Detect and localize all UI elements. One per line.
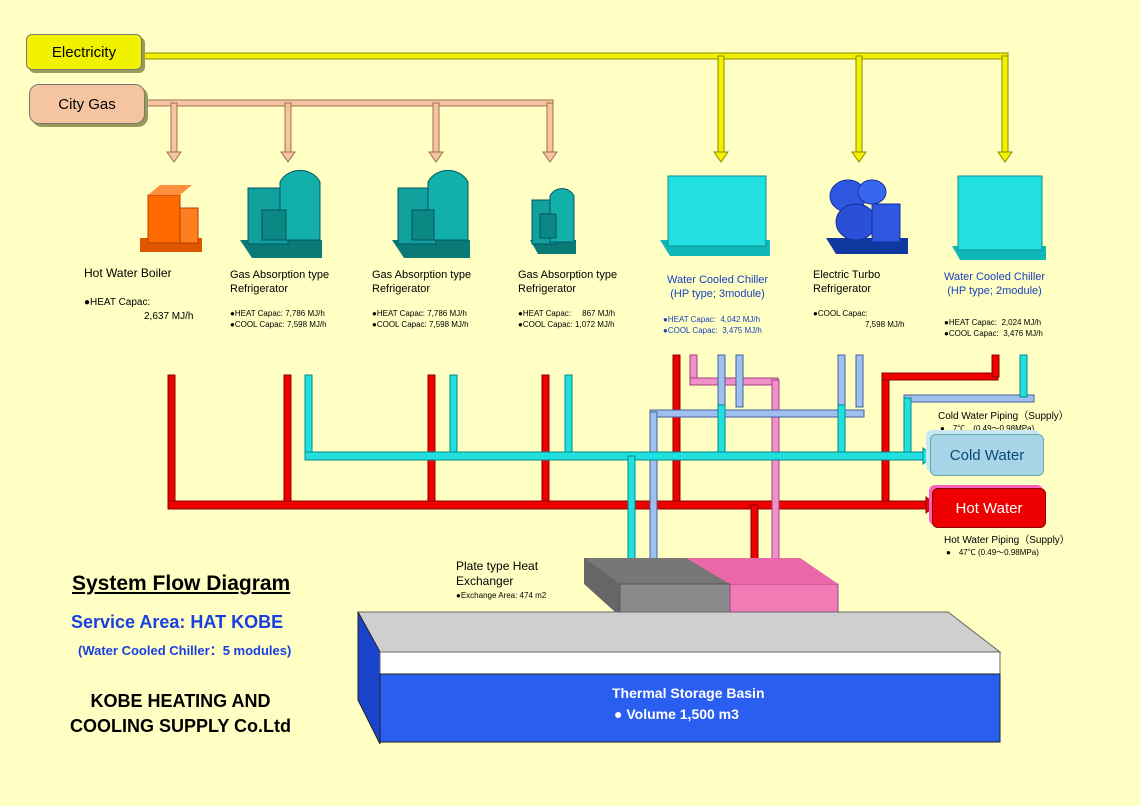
city-gas-source: City Gas — [29, 84, 145, 124]
hot-water-piping-title: Hot Water Piping（Supply） — [944, 535, 1070, 546]
equipment-4-name: Water Cooled Chiller (HP type; 3module) — [667, 274, 769, 300]
company-name: KOBE HEATING AND COOLING SUPPLY Co.Ltd — [70, 691, 292, 736]
equipment-5-specs: ●COOL Capac: 7,598 MJ/h — [813, 309, 905, 329]
electric-turbo-refrigerator-icon — [826, 179, 908, 254]
equipment-6-specs: ●HEAT Capac: 2,024 MJ/h ●COOL Capac: 3,4… — [944, 318, 1043, 338]
service-area: Service Area: HAT KOBE — [71, 612, 284, 632]
thermal-storage-basin — [357, 611, 1002, 745]
cold-water-destination: Cold Water — [930, 434, 1044, 476]
equipment-3-specs: ●HEAT Capac: 867 MJ/h ●COOL Capac: 1,072… — [518, 309, 616, 329]
equipment-2-name: Gas Absorption type Refrigerator — [372, 269, 472, 295]
equipment-3-name: Gas Absorption type Refrigerator — [518, 269, 618, 295]
city-gas-label: City Gas — [58, 95, 116, 113]
cold-water-piping-spec: ● 7℃ (0.49～0.98MPa) — [940, 424, 1035, 433]
equipment-0-name: Hot Water Boiler — [84, 266, 172, 280]
water-cooled-chiller-icon — [952, 175, 1046, 260]
gas-absorption-refrigerator-icon — [530, 188, 576, 254]
hot-water-boiler-icon — [140, 185, 202, 252]
electricity-source: Electricity — [26, 34, 142, 70]
hot-water-destination: Hot Water — [932, 488, 1046, 528]
service-area-sub: (Water Cooled Chiller：5 modules) — [78, 643, 292, 658]
hot-water-piping — [167, 354, 1000, 646]
heat-exchanger-spec: ●Exchange Area: 474 m2 — [456, 591, 547, 600]
gas-absorption-refrigerator-icon — [392, 169, 470, 258]
equipment-6-name: Water Cooled Chiller (HP type; 2module) — [944, 271, 1046, 297]
equipment-1-specs: ●HEAT Capac: 7,786 MJ/h ●COOL Capac: 7,5… — [230, 309, 327, 329]
equipment-4-specs: ●HEAT Capac: 4,042 MJ/h ●COOL Capac: 3,4… — [663, 315, 762, 335]
cold-water-piping — [304, 354, 1028, 642]
gas-absorption-refrigerator-icon — [240, 169, 322, 258]
heat-exchanger-title: Plate type Heat Exchanger — [456, 559, 539, 588]
basin-volume: ● Volume 1,500 m3 — [614, 706, 739, 722]
basin-title: Thermal Storage Basin — [612, 685, 765, 701]
equipment-1-name: Gas Absorption type Refrigerator — [230, 269, 330, 295]
hot-water-piping-spec: ● 47℃ (0.49～0.98MPa) — [946, 548, 1039, 557]
diagram-title: System Flow Diagram — [72, 572, 291, 595]
equipment-5-name: Electric Turbo Refrigerator — [813, 269, 881, 295]
plate-heat-exchanger — [584, 558, 839, 623]
equipment-0-specs: ●HEAT Capac: 2,637 MJ/h — [84, 297, 194, 322]
water-cooled-chiller-icon — [660, 175, 770, 256]
city-gas-lines — [142, 99, 558, 163]
electricity-lines — [139, 52, 1013, 163]
equipment-2-specs: ●HEAT Capac: 7,786 MJ/h ●COOL Capac: 7,5… — [372, 309, 469, 329]
electricity-label: Electricity — [51, 43, 117, 61]
cold-water-label: Cold Water — [949, 446, 1025, 464]
cold-water-piping-title: Cold Water Piping（Supply） — [938, 411, 1069, 422]
hot-water-label: Hot Water — [955, 499, 1023, 517]
